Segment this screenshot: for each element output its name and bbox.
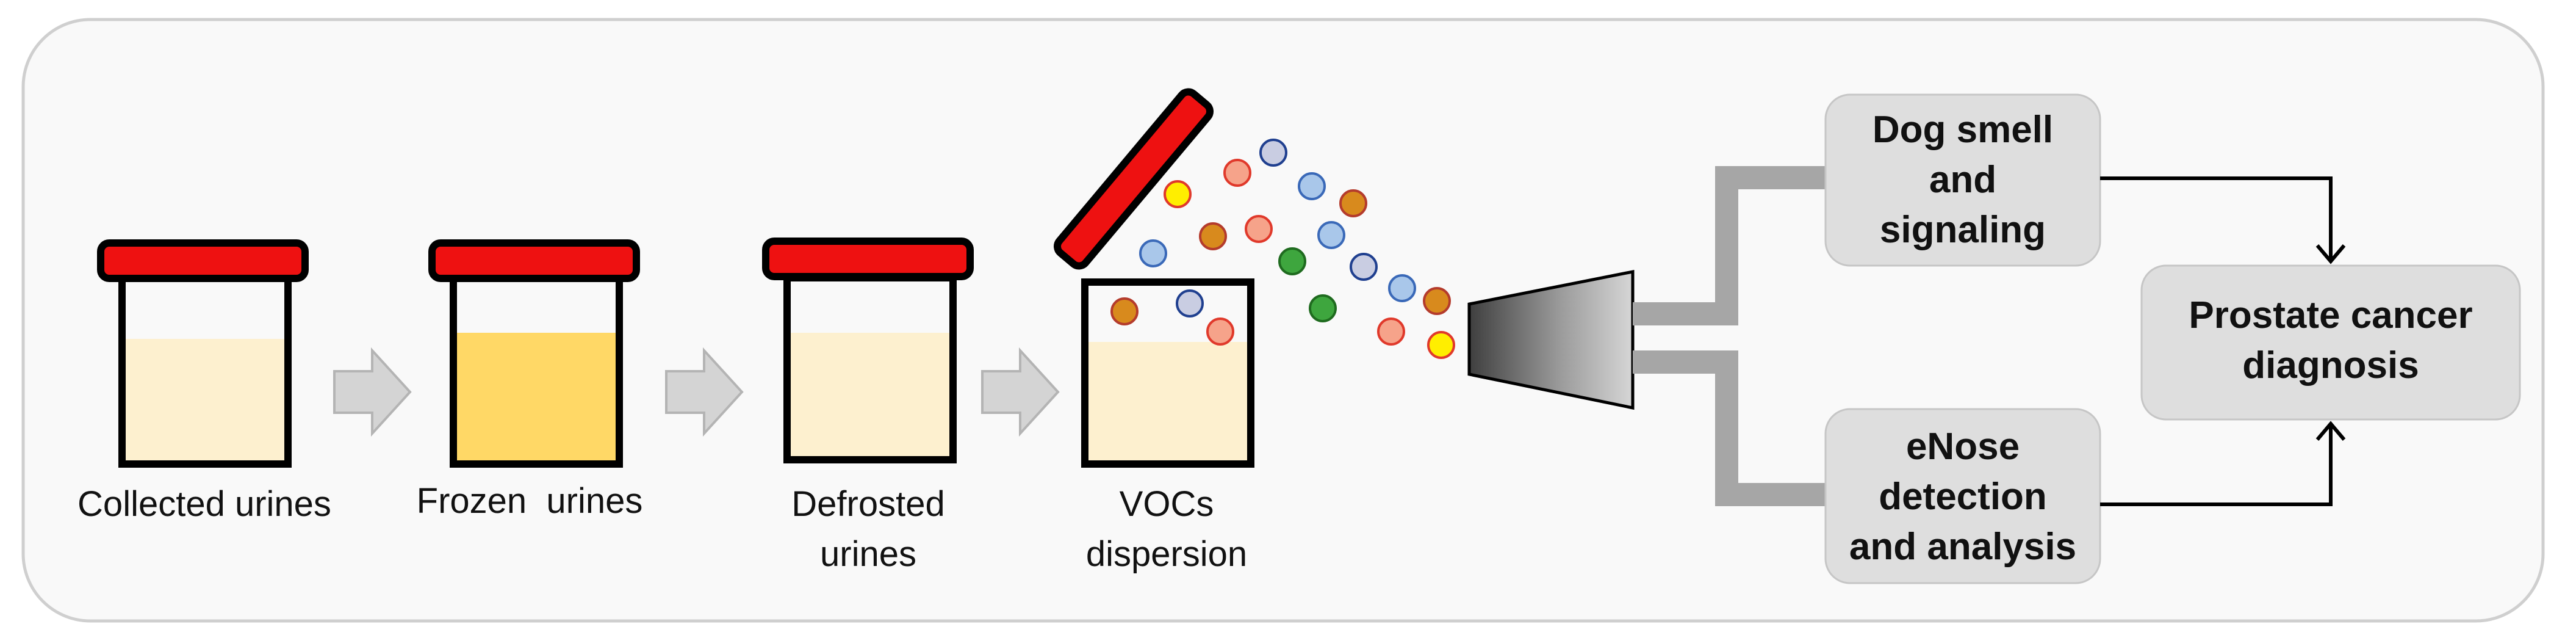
- voc-particle: [1164, 180, 1192, 208]
- voc-particles: [1110, 139, 1455, 359]
- voc-particle: [1259, 139, 1287, 167]
- voc-particle: [1110, 297, 1139, 325]
- box-label-line: and analysis: [1849, 526, 2076, 568]
- voc-particle: [1298, 172, 1326, 200]
- jar-defrosted: [762, 238, 974, 463]
- step-arrow: [981, 347, 1060, 437]
- box-label-line: signaling: [1880, 209, 2046, 251]
- stage-label-frozen: Frozen urines: [417, 481, 643, 521]
- jar-open: [1054, 88, 1254, 468]
- stage-label-defrosted: Defrosted urines: [791, 484, 944, 574]
- voc-particle: [1139, 239, 1167, 267]
- stage-label-line: Defrosted: [791, 484, 944, 524]
- enose-label: eNose detection and analysis: [1849, 426, 2076, 568]
- voc-particle: [1176, 289, 1204, 318]
- step-arrow: [333, 347, 412, 437]
- pipe-lower: [1633, 350, 1830, 506]
- diagnosis-box: [2140, 264, 2521, 421]
- box-label-line: and: [1929, 159, 1996, 201]
- jar-lid: [428, 239, 640, 282]
- dog-smell-label: Dog smell and signaling: [1873, 109, 2053, 251]
- arrowhead-down: [2315, 244, 2346, 264]
- stage-label-line: Frozen urines: [417, 481, 643, 521]
- box-label-line: diagnosis: [2242, 344, 2419, 386]
- arrowhead-up: [2315, 421, 2346, 441]
- voc-particle: [1317, 221, 1345, 249]
- pipe-upper: [1633, 166, 1830, 325]
- voc-particle: [1377, 318, 1405, 346]
- voc-particle: [1350, 253, 1378, 281]
- stage-label-vocs: VOCs dispersion: [1086, 484, 1247, 574]
- stage-label-line: urines: [820, 534, 916, 574]
- voc-particle: [1223, 159, 1251, 187]
- jar-frozen: [428, 239, 640, 468]
- step-arrow: [665, 347, 744, 437]
- box-label-line: detection: [1879, 476, 2047, 518]
- connector-dog-to-diagnosis: [2100, 176, 2333, 259]
- stage-label-line: Collected urines: [77, 484, 331, 524]
- voc-particle: [1388, 274, 1416, 302]
- enose-box: [1824, 408, 2101, 584]
- voc-particle: [1278, 247, 1306, 275]
- box-label-line: Prostate cancer: [2189, 294, 2472, 336]
- box-label-line: eNose: [1906, 426, 2020, 468]
- voc-particle: [1199, 222, 1227, 250]
- stage-label-line: dispersion: [1086, 534, 1247, 574]
- voc-particle: [1245, 215, 1273, 243]
- voc-particle: [1423, 287, 1451, 315]
- jar-lid: [762, 238, 974, 280]
- stage-label-collected: Collected urines: [77, 484, 331, 524]
- voc-particle: [1427, 331, 1455, 359]
- stage-label-line: VOCs: [1120, 484, 1214, 524]
- voc-particle: [1339, 189, 1367, 217]
- jar-collected: [97, 239, 309, 468]
- connector-enose-to-diagnosis: [2100, 426, 2333, 506]
- diagnosis-label: Prostate cancer diagnosis: [2189, 294, 2472, 386]
- box-label-line: Dog smell: [1873, 109, 2053, 151]
- jar-lid: [97, 239, 309, 282]
- voc-particle: [1206, 318, 1234, 346]
- voc-particle: [1309, 294, 1337, 322]
- jar-lid-open: [1054, 88, 1214, 270]
- collector-funnel: [1467, 269, 1635, 410]
